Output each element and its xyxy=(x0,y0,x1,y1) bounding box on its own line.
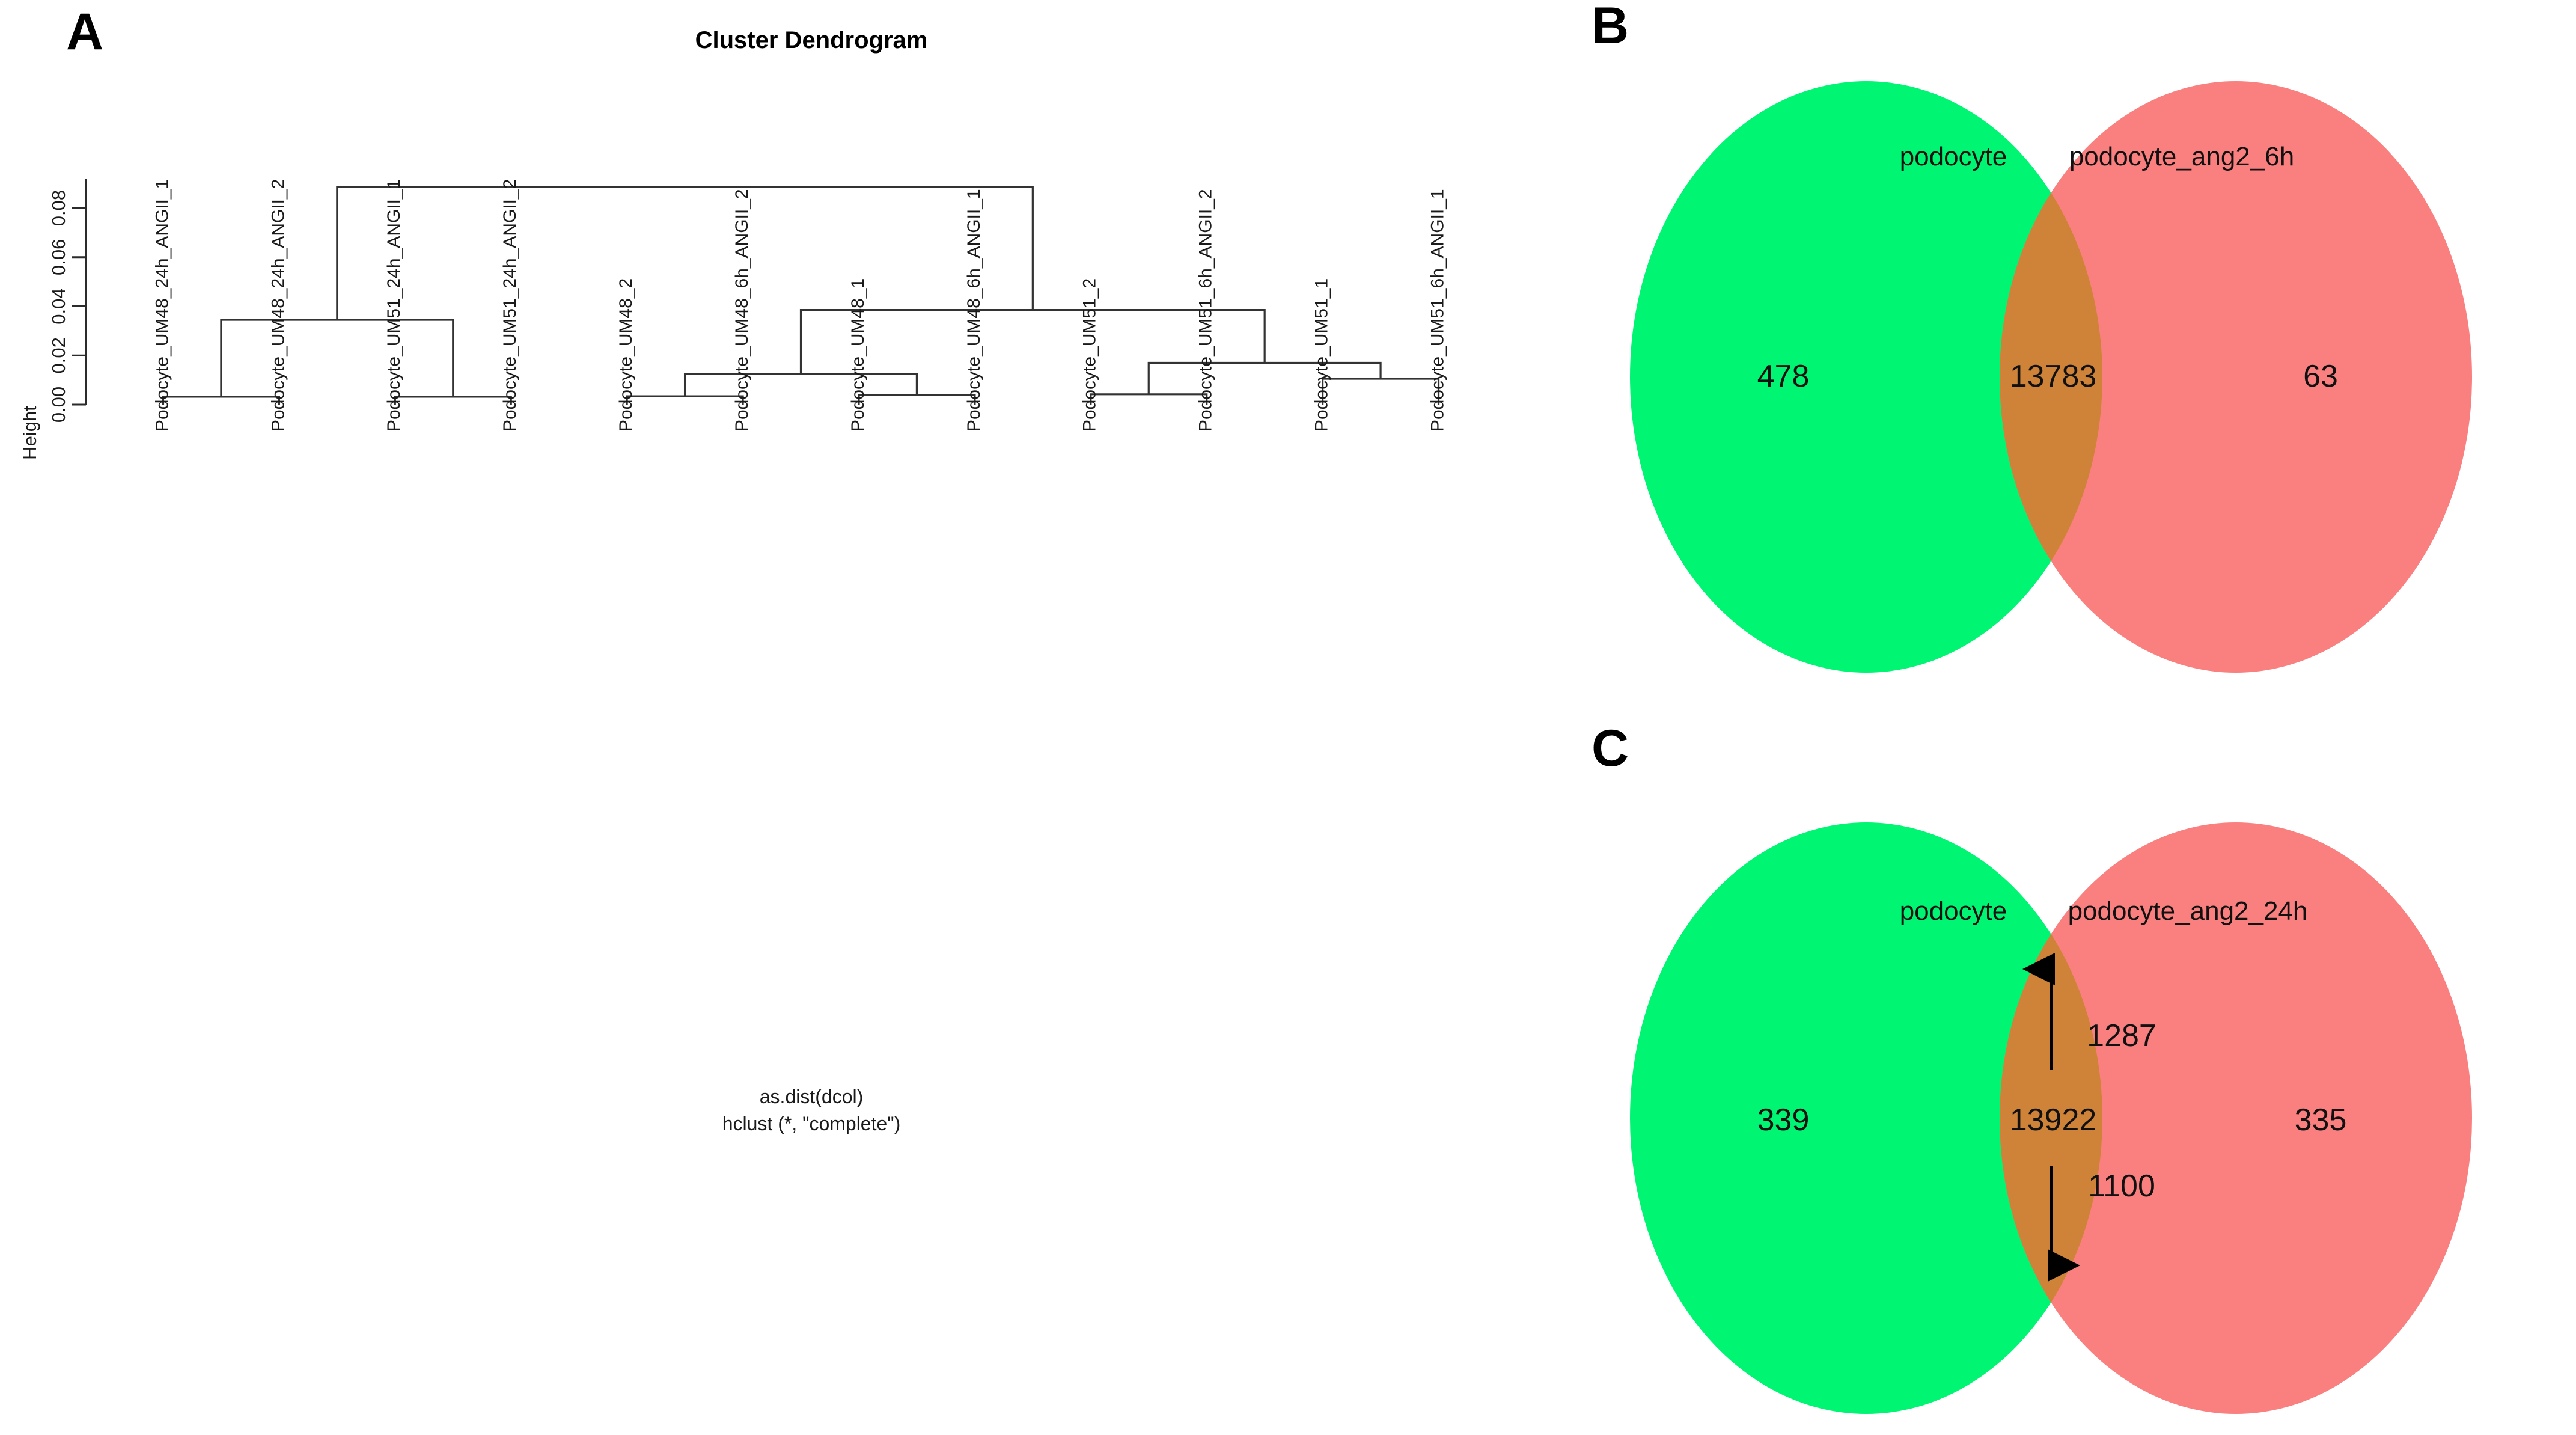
dendrogram-plot: Cluster Dendrogram 0.000.020.040.060.08 … xyxy=(19,27,1447,1134)
dendrogram-branch xyxy=(1090,393,1208,405)
y-axis-label: Height xyxy=(19,406,40,460)
venn-c-left-set-label: podocyte xyxy=(1900,896,2007,926)
panel-c-venn-24h: C podocyte podocyte_ang2_24h 1287 13922 … xyxy=(1581,709,2576,1435)
dendrogram-leaf-label: Podocyte_UM51_1 xyxy=(1312,278,1332,432)
venn-b-left-count: 478 xyxy=(1757,359,1810,394)
venn-c-left-count: 339 xyxy=(1757,1103,1810,1137)
dendrogram-branch xyxy=(683,373,918,397)
venn-c-right-count: 335 xyxy=(2295,1103,2347,1137)
y-axis-tick-label: 0.06 xyxy=(48,239,69,275)
dendrogram-branch xyxy=(799,309,1266,374)
y-axis-tick-label: 0.04 xyxy=(48,288,69,324)
dendrogram-branch xyxy=(220,319,454,397)
venn-c-down-count: 1100 xyxy=(2088,1169,2155,1204)
panel-letter-b: B xyxy=(1592,0,1629,55)
panel-b-venn-6h: B podocyte podocyte_ang2_6h 478 13783 63 xyxy=(1581,0,2576,709)
dendrogram-leaf-label: Podocyte_UM48_2 xyxy=(616,278,636,432)
dendrogram-branch xyxy=(1147,361,1382,394)
dendrogram-leaf-label: Podocyte_UM48_6h_ANGII_1 xyxy=(964,189,984,432)
y-axis-tick-label: 0.08 xyxy=(48,190,69,226)
dendrogram-leaf-label: Podocyte_UM48_6h_ANGII_2 xyxy=(732,189,752,432)
venn-c-right-circle xyxy=(2000,822,2472,1414)
dendrogram-leaf-label: Podocyte_UM48_24h_ANGII_2 xyxy=(268,179,288,432)
venn-b-right-count: 63 xyxy=(2303,359,2338,394)
venn-b-right-set-label: podocyte_ang2_6h xyxy=(2069,142,2294,171)
dendrogram-branches xyxy=(162,186,1440,405)
dendrogram-branch xyxy=(162,396,280,405)
venn-c-up-count: 1287 xyxy=(2087,1018,2156,1053)
dendrogram-leaf-label: Podocyte_UM51_6h_ANGII_1 xyxy=(1427,189,1447,432)
venn-b-left-circle xyxy=(1630,81,2102,673)
dendrogram-branch xyxy=(1322,378,1440,405)
dendrogram-caption-line1: as.dist(dcol) xyxy=(760,1086,864,1107)
dendrogram-y-axis: 0.00 0.02 0.04 0.06 0.08 xyxy=(48,179,87,423)
venn-c-intersection-count: 13922 xyxy=(2010,1103,2097,1137)
dendrogram-leaf-label: Podocyte_UM48_24h_ANGII_1 xyxy=(152,179,172,432)
dendrogram-leaf-label: Podocyte_UM51_24h_ANGII_1 xyxy=(384,179,404,432)
dendrogram-leaf-label: Podocyte_UM51_6h_ANGII_2 xyxy=(1196,189,1216,432)
y-axis-tick-label: 0.00 xyxy=(48,387,69,423)
venn-diagram-24h: podocyte podocyte_ang2_24h 1287 13922 11… xyxy=(1630,822,2472,1414)
y-axis-tick-label: 0.02 xyxy=(48,337,69,373)
dendrogram-branch xyxy=(394,396,512,405)
dendrogram-leaf-label: Podocyte_UM51_2 xyxy=(1080,278,1100,432)
dendrogram-branch xyxy=(336,186,1034,320)
dendrogram-branch xyxy=(858,394,976,405)
venn-b-intersection-count: 13783 xyxy=(2010,359,2097,394)
venn-c-right-set-label: podocyte_ang2_24h xyxy=(2068,896,2308,926)
dendrogram-leaf-label: Podocyte_UM48_1 xyxy=(848,278,868,432)
venn-c-left-circle xyxy=(1630,822,2102,1414)
panel-letter-a: A xyxy=(66,3,104,61)
dendrogram-leaf-label: Podocyte_UM51_24h_ANGII_2 xyxy=(500,179,520,432)
venn-b-right-circle xyxy=(2000,81,2472,673)
dendrogram-branch xyxy=(626,395,744,405)
dendrogram-leaf-labels: Podocyte_UM48_24h_ANGII_1 Podocyte_UM48_2… xyxy=(152,179,1447,432)
venn-b-left-set-label: podocyte xyxy=(1900,142,2007,171)
dendrogram-title: Cluster Dendrogram xyxy=(695,27,928,54)
panel-letter-c: C xyxy=(1592,720,1629,777)
dendrogram-caption-line2: hclust (*, "complete") xyxy=(722,1113,901,1134)
venn-diagram-6h: podocyte podocyte_ang2_6h 478 13783 63 xyxy=(1630,81,2472,673)
